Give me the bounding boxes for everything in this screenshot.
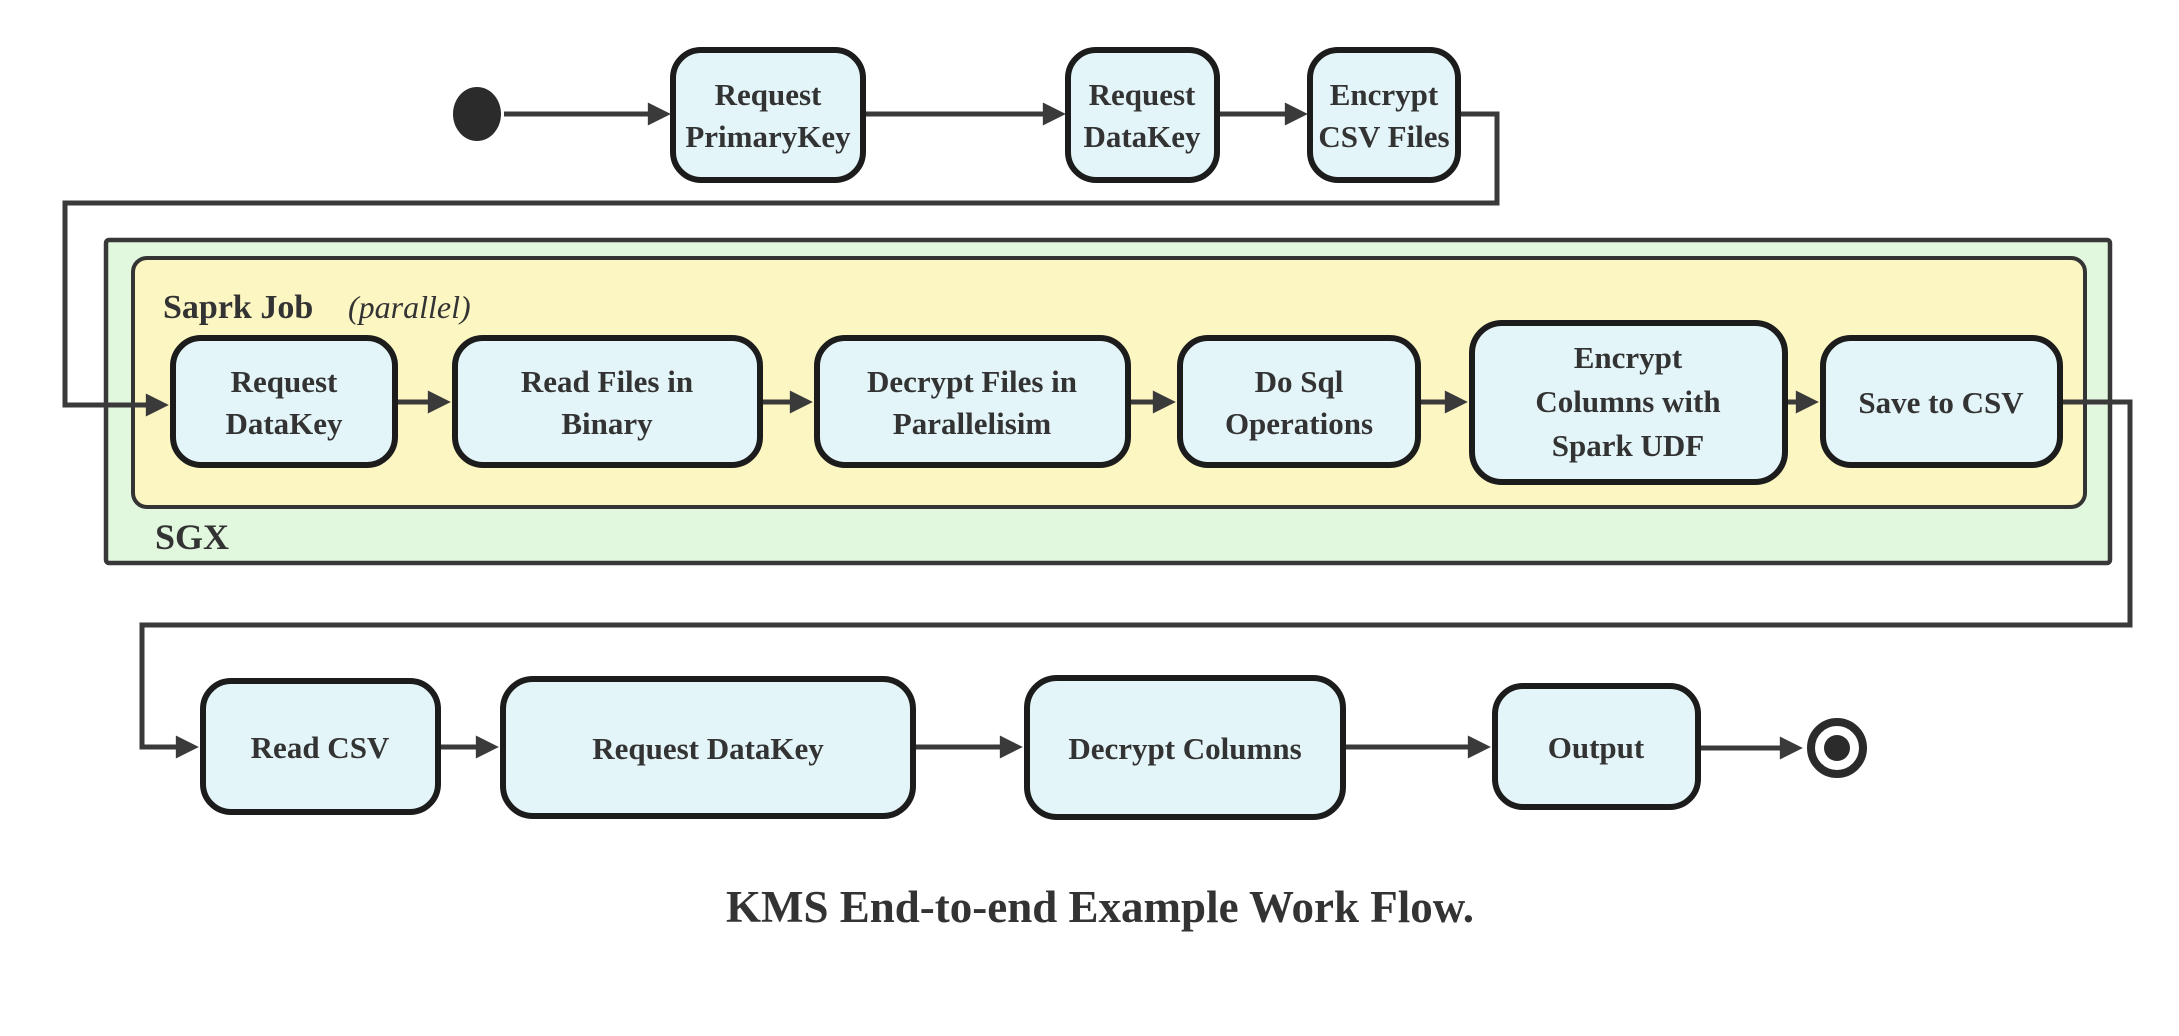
node-label: Output <box>1548 730 1645 765</box>
node-do-sql-operations <box>1177 335 1421 468</box>
node-save-to-csv <box>1820 335 2063 468</box>
node-request-datakey-bottom <box>500 676 916 819</box>
node-label: DataKey <box>225 406 343 441</box>
node-label: Spark UDF <box>1552 428 1704 463</box>
start-node <box>453 87 501 141</box>
node-encrypt-columns-with-spark-udf <box>1469 320 1788 485</box>
node-decrypt-columns <box>1024 675 1346 820</box>
node-request-datakey-sgx <box>170 335 398 468</box>
node-request-datakey-top <box>1065 47 1220 183</box>
node-read-files-in-binary <box>452 335 763 468</box>
node-label: Request <box>231 364 338 399</box>
node-label: Request <box>715 77 822 112</box>
node-read-csv <box>200 678 441 815</box>
node-label: DataKey <box>1083 119 1201 154</box>
spark-job-parallel-annotation: (parallel) <box>348 289 471 325</box>
node-label: Operations <box>1225 406 1373 441</box>
node-label: Request <box>1089 77 1196 112</box>
node-label: Request DataKey <box>592 731 824 766</box>
node-label: Encrypt <box>1330 77 1439 112</box>
end-node-dot <box>1824 735 1850 761</box>
node-label: PrimaryKey <box>685 119 851 154</box>
sgx-group-label: SGX <box>155 517 229 557</box>
node-label: Binary <box>561 406 653 441</box>
diagram-caption: KMS End-to-end Example Work Flow. <box>726 882 1474 932</box>
node-decrypt-files-in-parallelisim <box>814 335 1131 468</box>
node-label: Decrypt Columns <box>1068 731 1301 766</box>
spark-job-group-label: Saprk Job <box>163 289 313 326</box>
node-request-primarykey <box>670 47 866 183</box>
edge-encrypt-csv-to-sgx-request-datakey <box>62 111 1500 417</box>
node-label: Do Sql <box>1255 364 1344 399</box>
node-label: Encrypt <box>1574 340 1683 375</box>
node-encrypt-csv-files <box>1307 47 1461 183</box>
edge-save-csv-to-read-csv <box>139 399 2133 759</box>
node-label: Read Files in <box>521 364 693 399</box>
node-label: Save to CSV <box>1858 385 2024 420</box>
node-label: Decrypt Files in <box>867 364 1077 399</box>
node-label: Parallelisim <box>893 406 1052 441</box>
node-output <box>1492 683 1701 810</box>
node-label: Read CSV <box>251 730 390 765</box>
node-label: Columns with <box>1535 384 1720 419</box>
node-label: CSV Files <box>1318 119 1449 154</box>
